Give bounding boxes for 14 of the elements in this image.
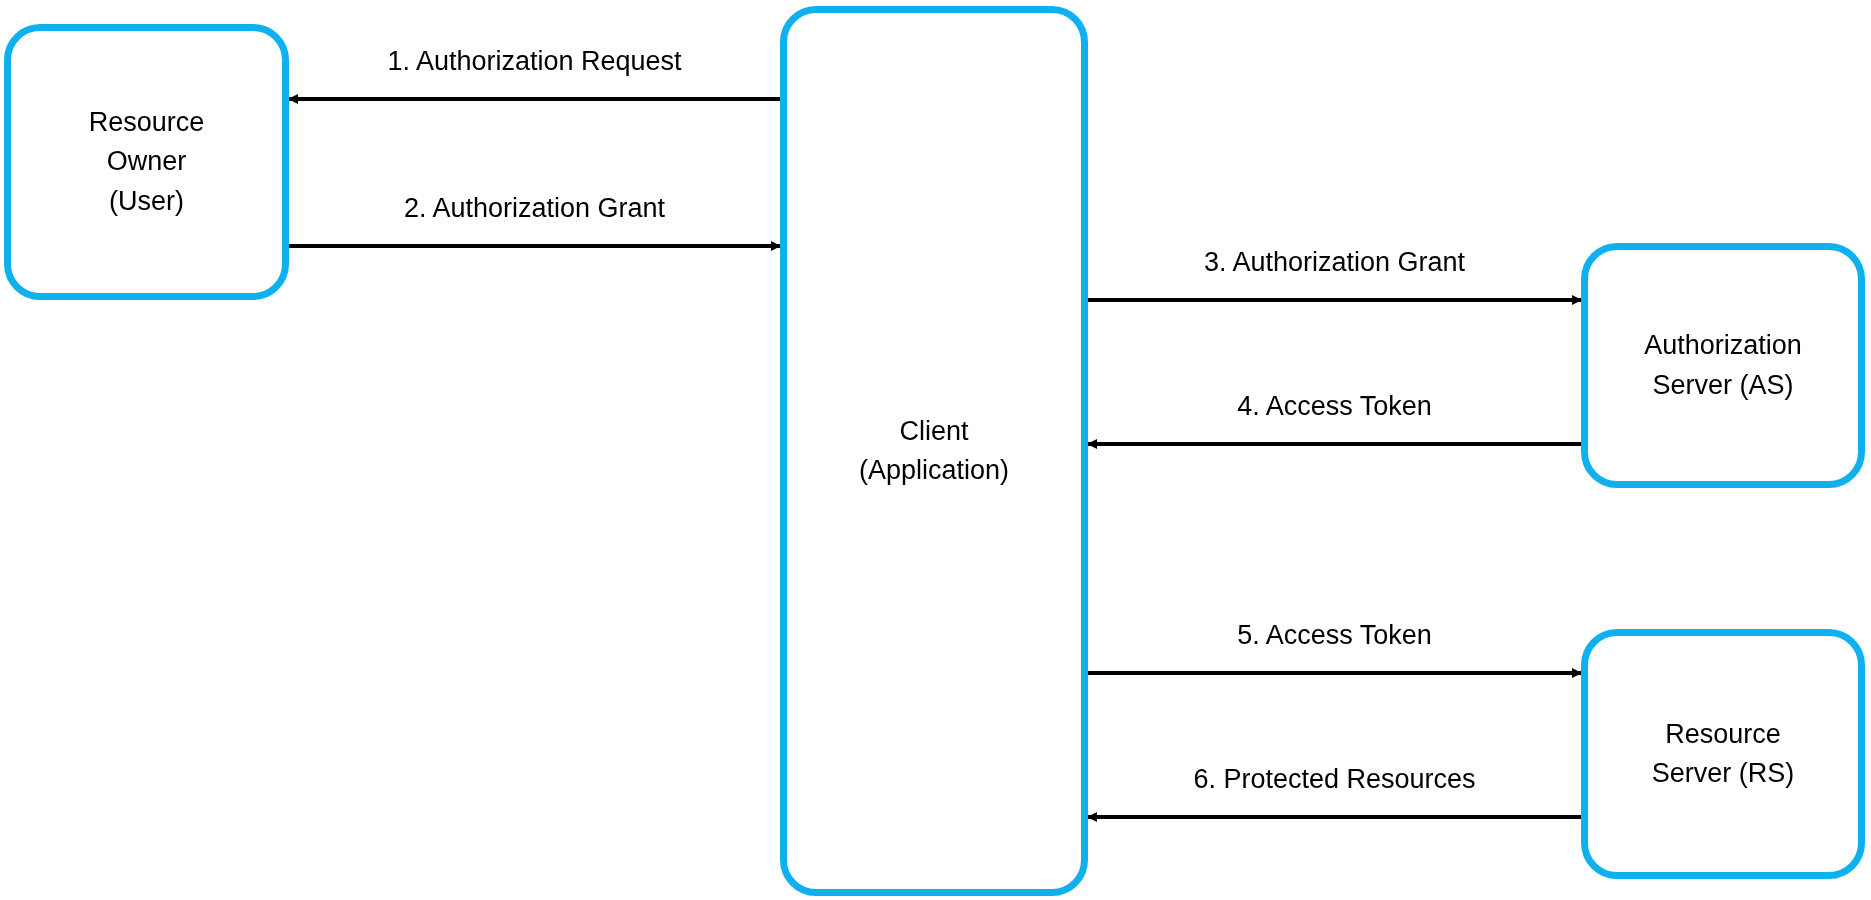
arrow [1088,668,1582,678]
arrow [1087,439,1581,449]
rounded-box [780,6,1088,896]
rounded-box [1581,629,1865,879]
arrow [1087,812,1581,822]
arrow [289,241,781,251]
rounded-box [1581,243,1865,488]
node-label: Resource Server (RS) [1650,717,1796,790]
rounded-box [4,24,289,300]
arrow [288,94,780,104]
node-label: Client (Application) [857,414,1011,487]
node-label: Authorization Server (AS) [1643,329,1803,402]
arrow [1088,295,1582,305]
node-label: Resource Owner (User) [87,106,206,218]
